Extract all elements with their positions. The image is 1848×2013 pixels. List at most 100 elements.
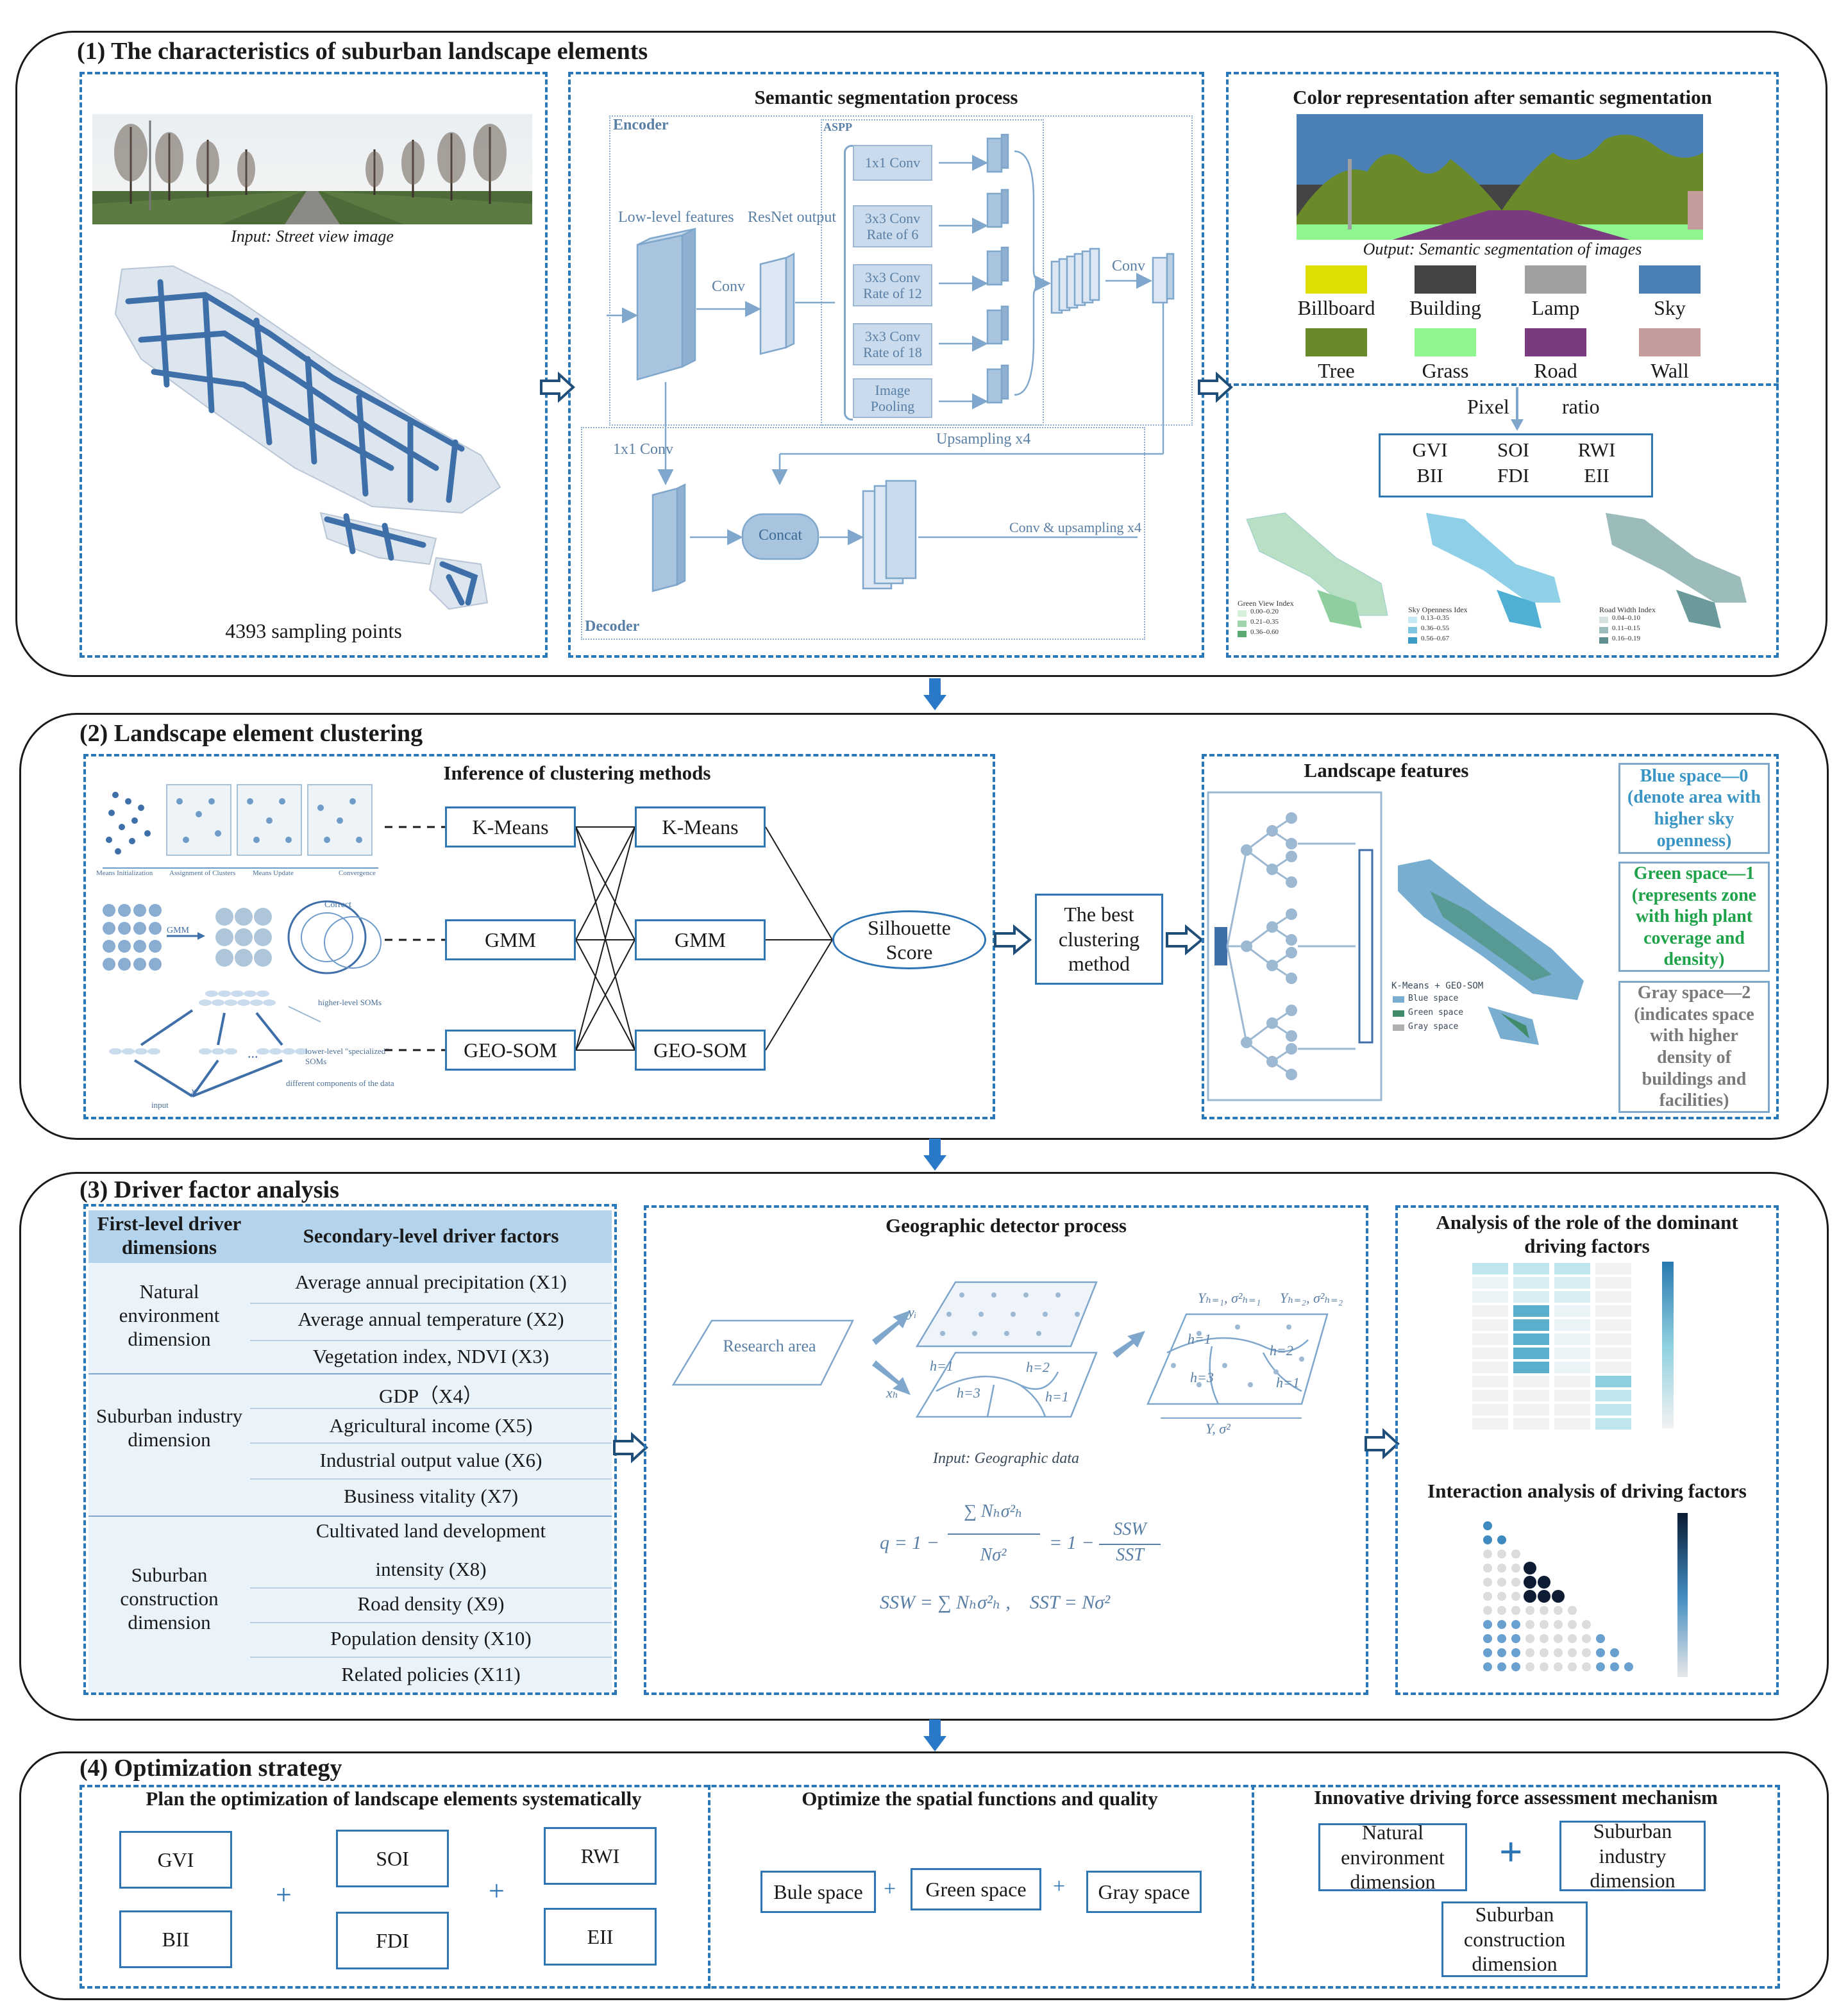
heatmap-cell xyxy=(1554,1404,1590,1416)
kmeans-step-3: Means Update xyxy=(253,869,294,877)
section-2-frame xyxy=(19,713,1829,1140)
factor-row-3: GDP（X4） xyxy=(379,1385,483,1407)
innovative-title: Innovative driving force assessment mech… xyxy=(1314,1786,1718,1808)
geographic-detector-title: Geographic detector process xyxy=(886,1214,1127,1237)
heatmap-cell xyxy=(1472,1305,1508,1317)
panel-divider-2 xyxy=(1252,1785,1254,1989)
heatmap-cell xyxy=(1554,1333,1590,1345)
heatmap-cell xyxy=(1554,1305,1590,1317)
landscape-features-panel xyxy=(1202,754,1779,1119)
interaction-dot xyxy=(1582,1662,1591,1671)
interaction-dot xyxy=(1497,1606,1506,1615)
optimize-title: Optimize the spatial functions and quali… xyxy=(802,1787,1158,1810)
dimension-industry: Suburban industry dimension xyxy=(96,1405,243,1451)
plan-soi: SOI xyxy=(336,1830,449,1887)
class-label-road: Road xyxy=(1534,359,1577,382)
map-legend-title-2: Road Width Index xyxy=(1599,605,1656,614)
research-area-label: Research area xyxy=(723,1337,816,1355)
flow-arrow-2 xyxy=(1198,371,1233,403)
inn-construction: Suburban construction dimension xyxy=(1441,1901,1588,1977)
y-total-label: Y, σ² xyxy=(1205,1421,1231,1437)
interaction-dot xyxy=(1483,1578,1492,1587)
interaction-dot xyxy=(1568,1648,1577,1657)
method-geosom-right: GEO-SOM xyxy=(635,1030,766,1071)
interaction-dot xyxy=(1511,1648,1520,1657)
section-1-frame xyxy=(15,31,1827,677)
heatmap-cell xyxy=(1595,1348,1631,1359)
interaction-dot xyxy=(1582,1634,1591,1643)
interaction-dot xyxy=(1568,1606,1577,1615)
sampling-points-label: 4393 sampling points xyxy=(225,619,402,642)
map-legend-title-1: Sky Openness Idex xyxy=(1408,605,1468,614)
interaction-dot xyxy=(1540,1648,1549,1657)
interaction-dot xyxy=(1610,1662,1619,1671)
class-label-grass: Grass xyxy=(1422,359,1469,382)
method-gmm-left: GMM xyxy=(445,919,576,960)
legend-swatch-green xyxy=(1393,1010,1404,1017)
heatmap-cell xyxy=(1513,1348,1549,1359)
opt-plus-2: + xyxy=(1053,1875,1066,1898)
heatmap-cell xyxy=(1472,1390,1508,1401)
formula-q-numerator: ∑ Nₕσ²ₕ xyxy=(963,1501,1023,1521)
method-kmeans-right: K-Means xyxy=(635,806,766,848)
interaction-dot xyxy=(1511,1634,1520,1643)
formula-ssw-bar xyxy=(1099,1544,1161,1545)
interaction-dot xyxy=(1525,1606,1534,1615)
method-geosom-left: GEO-SOM xyxy=(445,1030,576,1071)
interaction-dot xyxy=(1554,1620,1563,1629)
higher-level-soms-label: higher-level SOMs xyxy=(318,998,382,1007)
interaction-dot xyxy=(1483,1606,1492,1615)
map-legend-item-0-0: 0.00–0.20 xyxy=(1250,608,1279,615)
interaction-dot xyxy=(1554,1634,1563,1643)
formula-q-left: q = 1 − xyxy=(880,1532,939,1553)
concat-label: Concat xyxy=(759,527,802,544)
som-components-label: different components of the data xyxy=(286,1078,394,1088)
index-fdi: FDI xyxy=(1497,464,1529,487)
heatmap-cell xyxy=(1554,1390,1590,1401)
decoder-label: Decoder xyxy=(585,618,640,635)
heatmap-cell xyxy=(1513,1333,1549,1345)
map-legend-swatch-0-1 xyxy=(1238,621,1247,627)
conv-3x3-rate12-block: 3x3 Conv Rate of 12 xyxy=(853,264,932,306)
class-swatch-lamp xyxy=(1525,265,1586,294)
flow-arrow-4 xyxy=(1166,924,1204,956)
heatmap-cell xyxy=(1554,1319,1590,1331)
flow-arrow-6 xyxy=(1365,1428,1400,1460)
aspp-label: ASPP xyxy=(823,121,852,133)
interaction-dot xyxy=(1511,1592,1520,1601)
clustering-tree-diagram xyxy=(1207,791,1382,1101)
heatmap-cell xyxy=(1472,1376,1508,1387)
map-legend-item-2-0: 0.04–0.10 xyxy=(1612,614,1640,622)
interaction-dot xyxy=(1483,1620,1492,1629)
interaction-dot xyxy=(1511,1549,1520,1558)
interaction-dot xyxy=(1483,1634,1492,1643)
interaction-dot xyxy=(1524,1590,1536,1603)
yi-label: yᵢ xyxy=(908,1304,917,1320)
interaction-dot xyxy=(1483,1535,1492,1544)
encoder-label: Encoder xyxy=(613,117,669,133)
plan-title: Plan the optimization of landscape eleme… xyxy=(146,1787,642,1810)
resnet-output-label: ResNet output xyxy=(748,209,836,226)
som-input-label: input xyxy=(151,1100,169,1110)
conv-output-label: Conv xyxy=(1112,258,1146,274)
interaction-dot xyxy=(1554,1648,1563,1657)
conv-3x3-rate18-block: 3x3 Conv Rate of 18 xyxy=(853,323,932,365)
interaction-dot xyxy=(1483,1662,1492,1671)
opt-plus-1: + xyxy=(884,1877,896,1901)
heatmap-cell xyxy=(1472,1319,1508,1331)
section-3-frame xyxy=(19,1172,1829,1721)
dominant-factors-title: Analysis of the role of the dominant dri… xyxy=(1436,1211,1738,1258)
interaction-dot xyxy=(1483,1549,1492,1558)
map-legend-item-0-1: 0.21–0.35 xyxy=(1250,618,1279,626)
factor-row-8: intensity (X8) xyxy=(375,1558,487,1580)
interaction-dot xyxy=(1511,1620,1520,1629)
map-legend-swatch-1-2 xyxy=(1408,637,1417,644)
down-arrow-2 xyxy=(923,1139,946,1171)
plan-rwi: RWI xyxy=(544,1827,657,1885)
factor-row-6: Business vitality (X7) xyxy=(343,1485,519,1507)
stratum-right-h1-a: h=1 xyxy=(1188,1331,1211,1347)
heatmap-cell xyxy=(1472,1362,1508,1373)
index-bii: BII xyxy=(1416,464,1443,487)
kmeans-step-2: Assignment of Clusters xyxy=(169,869,236,877)
interaction-dot xyxy=(1596,1648,1605,1657)
